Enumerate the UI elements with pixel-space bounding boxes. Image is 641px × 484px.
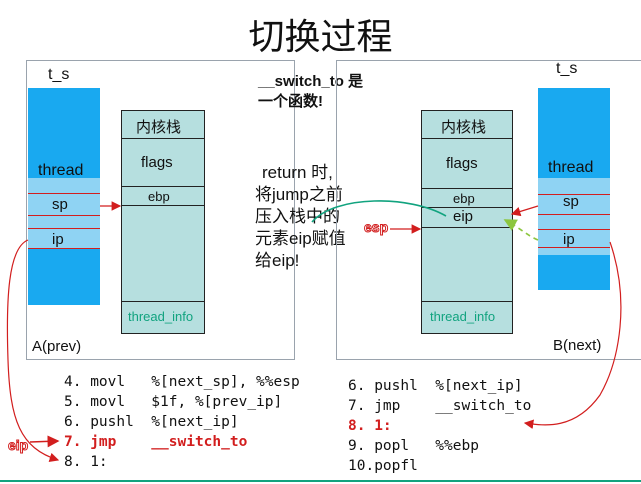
eip-pointer-label: eip	[7, 437, 29, 454]
prev-task-struct-thread-band	[28, 178, 100, 248]
prev-flags-label: flags	[141, 154, 173, 171]
next-ip-curve	[523, 241, 622, 429]
next-ip-arrow	[503, 219, 539, 241]
code-right-line-5: 10.popfl	[348, 458, 418, 474]
page-title: 切换过程	[248, 17, 393, 58]
code-left-line-2: 5. movl $1f, %[prev_ip]	[64, 394, 283, 410]
next-thread-info-label: thread_info	[430, 309, 496, 324]
code-left-line-3: 6. pushl %[next_ip]	[64, 414, 239, 430]
prev-ts-label: t_s	[48, 66, 70, 83]
code-left-line-1: 4. movl %[next_sp], %%esp	[64, 374, 300, 390]
next-sp-arrow	[510, 205, 539, 217]
switch-to-note-line2: 一个函数!	[258, 93, 323, 110]
next-ebp-label: ebp	[453, 191, 475, 206]
next-ip-label: ip	[563, 231, 575, 248]
code-right-line-3: 8. 1:	[348, 418, 392, 434]
next-kernel-stack	[421, 110, 513, 334]
next-sp-label: sp	[563, 193, 579, 210]
prev-ip-label: ip	[52, 231, 64, 248]
prev-task-label: A(prev)	[32, 338, 82, 355]
return-eip-arrow	[311, 200, 447, 223]
return-note-line1: return 时,	[262, 163, 333, 182]
next-flags-label: flags	[446, 155, 478, 172]
next-eip-label: eip	[453, 208, 474, 225]
next-task-label: B(next)	[553, 337, 602, 354]
prev-sp-label: sp	[52, 196, 68, 213]
next-task-frame	[336, 60, 641, 360]
return-note-line4: 元素eip赋值	[255, 229, 346, 248]
next-thread-label: thread	[548, 159, 594, 176]
return-note-line3: 压入栈中的	[255, 207, 340, 226]
prev-thread-info-label: thread_info	[128, 309, 194, 324]
return-note-line5: 给eip!	[255, 251, 300, 270]
eip-label-arrow	[29, 435, 60, 448]
prev-ebp-label: ebp	[148, 189, 170, 204]
prev-kernel-stack	[121, 110, 205, 334]
esp-pointer-label: esp	[363, 219, 389, 236]
code-right-line-4: 9. popl %%ebp	[348, 438, 479, 454]
bottom-rule	[0, 480, 641, 482]
code-left-line-4: 7. jmp __switch_to	[64, 434, 248, 450]
code-right-line-2: 7. jmp __switch_to	[348, 398, 532, 414]
next-ts-label: t_s	[556, 60, 578, 77]
prev-ip-arrow	[6, 239, 60, 463]
prev-thread-label: thread	[38, 162, 84, 179]
code-right-line-1: 6. pushl %[next_ip]	[348, 378, 523, 394]
return-note-line2: 将jump之前	[255, 185, 343, 204]
prev-kernel-stack-label: 内核栈	[136, 119, 182, 136]
next-kernel-stack-label: 内核栈	[441, 119, 487, 136]
code-left-line-5: 8. 1:	[64, 454, 108, 470]
next-task-struct-thread-band	[538, 178, 610, 255]
prev-task-frame	[26, 60, 295, 360]
